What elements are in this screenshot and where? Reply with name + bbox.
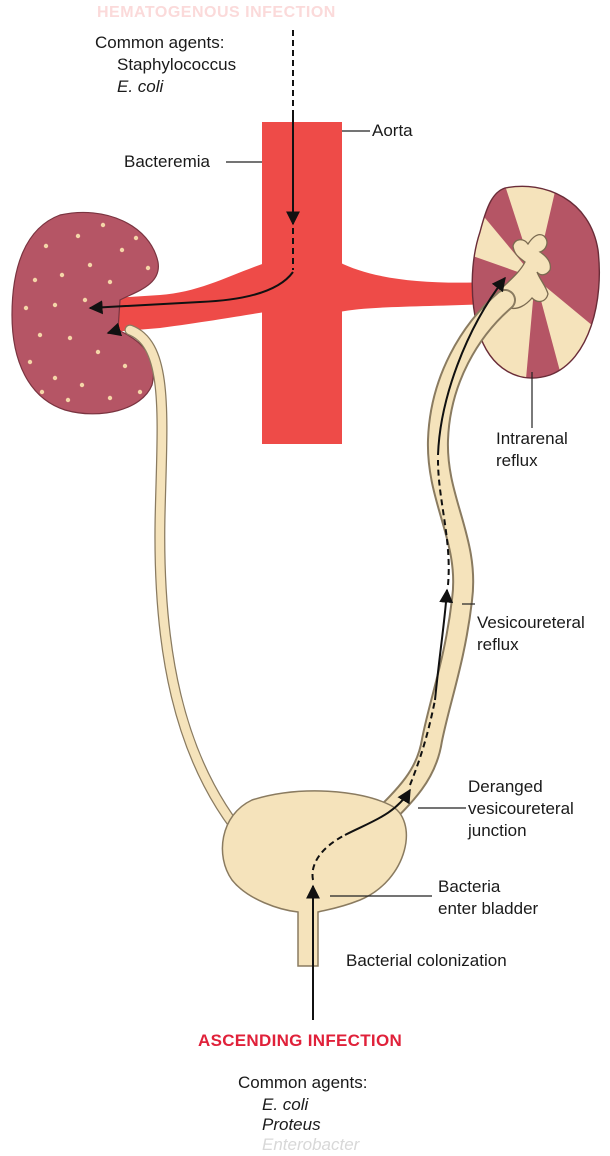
- left-ureter: [130, 330, 250, 845]
- vesicoureteral-label-1: Vesicoureteral: [477, 612, 585, 634]
- vesicoureteral-label-2: reflux: [477, 634, 519, 656]
- right-renal-artery: [339, 262, 490, 312]
- ascending-agent-2: Proteus: [262, 1114, 321, 1136]
- deranged-label-1: Deranged: [468, 776, 543, 798]
- bacteria-label-1: Bacteria: [438, 876, 500, 898]
- hematogenous-title: HEMATOGENOUS INFECTION: [97, 2, 336, 24]
- ascending-title: ASCENDING INFECTION: [198, 1030, 402, 1052]
- right-kidney: [460, 170, 610, 390]
- intrarenal-label-1: Intrarenal: [496, 428, 568, 450]
- deranged-label-2: vesicoureteral: [468, 798, 574, 820]
- ascending-agents-heading: Common agents:: [238, 1072, 367, 1094]
- hematogenous-agent-1: Staphylococcus: [117, 54, 236, 76]
- hematogenous-agent-2: E. coli: [117, 76, 163, 98]
- deranged-label-3: junction: [468, 820, 527, 842]
- intrarenal-label-2: reflux: [496, 450, 538, 472]
- aorta-label: Aorta: [372, 120, 413, 142]
- bacteria-label-2: enter bladder: [438, 898, 538, 920]
- hematogenous-agents-heading: Common agents:: [95, 32, 224, 54]
- bacteremia-label: Bacteremia: [124, 151, 210, 173]
- ascending-agent-1: E. coli: [262, 1094, 308, 1116]
- colonization-label: Bacterial colonization: [346, 950, 507, 972]
